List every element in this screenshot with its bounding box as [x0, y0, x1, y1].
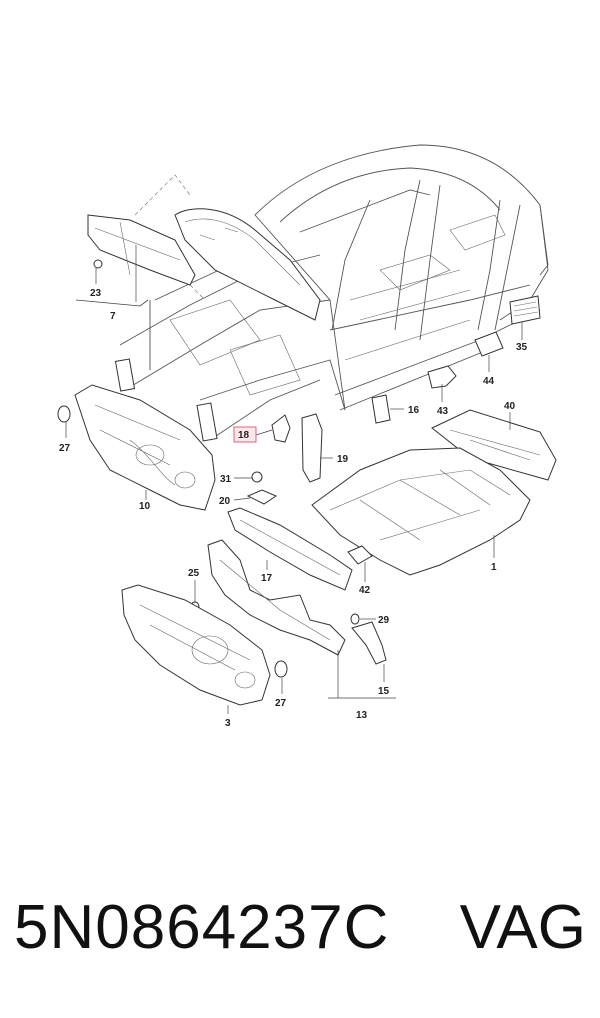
- callout-16: 16: [408, 405, 420, 416]
- part-pad-35: [509, 295, 541, 325]
- callout-27-upper: 27: [59, 443, 71, 454]
- part-pad-44: [474, 331, 504, 357]
- part-clip-31: [251, 471, 263, 483]
- callout-23: 23: [90, 288, 102, 299]
- part-inner-insulation: [207, 539, 346, 656]
- callout-3: 3: [225, 718, 231, 729]
- callout-35: 35: [516, 342, 528, 353]
- part-bulkhead-insulation-front: [74, 384, 216, 511]
- part-bracket-18: [271, 414, 291, 443]
- part-number: 5N0864237C: [14, 893, 390, 962]
- grouping-brackets: [75, 299, 396, 699]
- part-bracket-15: [351, 621, 387, 665]
- callout-1: 1: [491, 562, 497, 573]
- callout-27-lower: 27: [275, 698, 287, 709]
- callout-31: 31: [220, 474, 232, 485]
- callout-42: 42: [359, 585, 371, 596]
- callout-20: 20: [219, 496, 231, 507]
- part-pad-43: [427, 365, 457, 389]
- part-clip-29: [350, 613, 360, 625]
- callout-7: 7: [110, 311, 116, 322]
- part-pillar-strip: [301, 413, 323, 483]
- callout-13: 13: [356, 710, 368, 721]
- part-floor-carpet: [311, 447, 531, 576]
- callout-43: 43: [437, 406, 449, 417]
- parts-diagram: 23 7 35 44 27 10 18 16 43 40 19 31 20 17…: [57, 144, 557, 729]
- part-pad-42: [347, 545, 373, 565]
- callout-25: 25: [188, 568, 200, 579]
- part-clip-20: [246, 489, 278, 505]
- callout-10: 10: [139, 501, 151, 512]
- callout-18: 18: [238, 430, 250, 441]
- callout-19: 19: [337, 454, 349, 465]
- part-bulkhead-insulation-lower: [121, 584, 271, 706]
- part-crossmember-insulation: [227, 507, 353, 591]
- callout-40: 40: [504, 401, 516, 412]
- callout-15: 15: [378, 686, 390, 697]
- callout-labels: 23 7 35 44 27 10 18 16 43 40 19 31 20 17…: [59, 288, 528, 729]
- callout-18-highlight: [233, 426, 257, 443]
- part-hood-insulation: [87, 214, 196, 286]
- leader-lines: [65, 245, 523, 714]
- callout-17: 17: [261, 573, 273, 584]
- car-body-outline: [114, 144, 549, 442]
- part-block-16: [371, 394, 391, 424]
- callout-29: 29: [378, 615, 390, 626]
- part-grommet-upper: [57, 405, 71, 423]
- part-grommet-lower: [274, 660, 288, 678]
- callout-44: 44: [483, 376, 495, 387]
- brand-label: VAG: [459, 893, 586, 962]
